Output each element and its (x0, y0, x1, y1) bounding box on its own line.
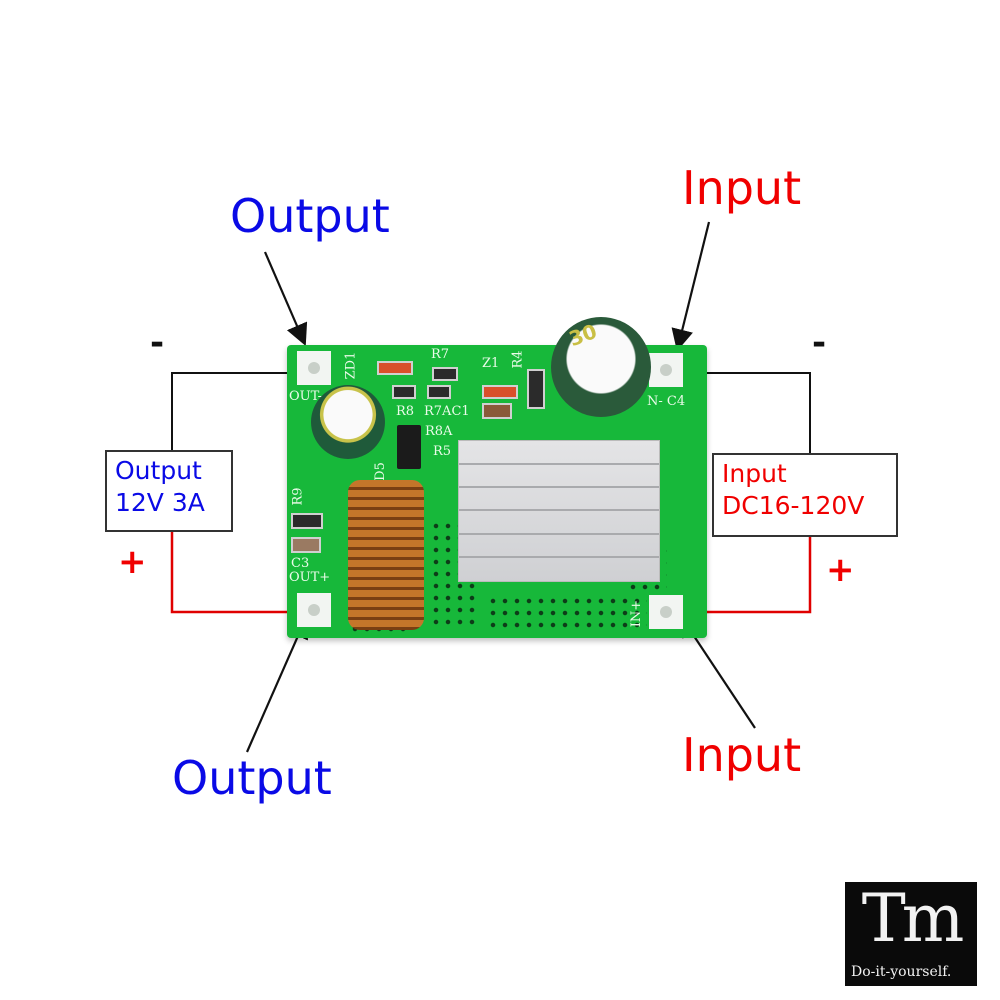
silk-r5: R5 (433, 444, 452, 459)
silk-r8: R8 (396, 404, 415, 419)
silk-r7ac1: R7AC1 (424, 404, 470, 419)
plus-sign-right: + (826, 550, 855, 590)
minus-sign-left: - (150, 323, 165, 363)
output-negative-pad (297, 351, 331, 385)
heatsink-fin (459, 509, 659, 511)
silk-d5: D5 (372, 462, 388, 481)
silk-r4: R4 (510, 350, 526, 369)
silk-r9: R9 (290, 487, 306, 506)
plus-sign-left: + (118, 542, 147, 582)
diode (482, 385, 518, 399)
resistor-r9 (291, 513, 323, 529)
zener-diode (377, 361, 413, 375)
brand-logo: Tm Do-it-yourself. (845, 882, 977, 986)
resistor-r4 (527, 369, 545, 409)
input-negative-wire (665, 372, 811, 454)
silk-r7: R7 (431, 347, 450, 362)
output-capacitor (311, 385, 385, 459)
silk-zd1: ZD1 (343, 351, 359, 380)
resistor (432, 367, 458, 381)
input-spec-title: Input (722, 459, 787, 488)
via-holes (487, 595, 647, 631)
silk-out-plus: OUT+ (289, 570, 331, 585)
arrow-input-top (671, 221, 711, 352)
output-positive-pad (297, 593, 331, 627)
capacitor-c3 (291, 537, 321, 553)
input-positive-pad (649, 595, 683, 629)
heatsink-fin (459, 556, 659, 558)
input-capacitor: 30 (551, 317, 651, 417)
input-spec-box: Input DC16-120V (712, 453, 898, 537)
resistor (427, 385, 451, 399)
arrow-output-top (263, 251, 308, 347)
heatsink-fin (459, 486, 659, 488)
resistor (392, 385, 416, 399)
logo-tagline: Do-it-yourself. (851, 964, 952, 980)
silk-out-minus: OUT- (289, 389, 323, 404)
output-negative-wire (171, 372, 305, 452)
silk-in-minus-c4: N- C4 (647, 394, 686, 409)
toroidal-inductor (348, 480, 424, 630)
silk-r8a: R8A (425, 424, 453, 439)
heatsink-fin (459, 533, 659, 535)
silk-c3: C3 (291, 556, 310, 571)
output-label-top: Output (230, 189, 390, 243)
output-spec-box: Output 12V 3A (105, 450, 233, 532)
capacitor-smd (482, 403, 512, 419)
minus-sign-right: - (812, 323, 827, 363)
output-label-bottom: Output (172, 751, 332, 805)
input-positive-wire (665, 536, 812, 614)
schottky-diode (397, 425, 421, 469)
logo-mark: Tm (861, 880, 965, 957)
input-label-bottom: Input (682, 728, 802, 782)
output-positive-wire (170, 530, 305, 614)
heatsink-fin (459, 463, 659, 465)
input-negative-pad (649, 353, 683, 387)
output-spec-value: 12V 3A (115, 488, 205, 517)
input-spec-value: DC16-120V (722, 491, 865, 520)
output-spec-title: Output (115, 456, 202, 485)
heatsink (458, 440, 660, 582)
silk-in-plus: IN+ (629, 599, 645, 628)
input-label-top: Input (682, 161, 802, 215)
arrow-output-bottom (245, 615, 308, 753)
silk-z1: Z1 (482, 356, 500, 371)
